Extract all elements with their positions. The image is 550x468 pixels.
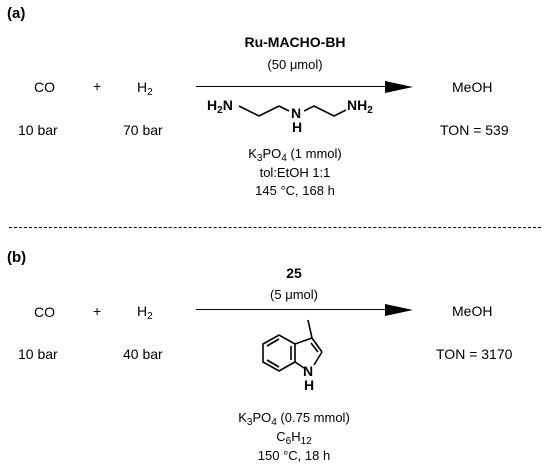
panel-a-ton: TON = 539 [440, 122, 509, 138]
panel-b-condition-base: K3PO4 (0.75 mmol) [238, 410, 350, 428]
panel-a-pressure-h2: 70 bar [123, 122, 163, 138]
panel-b-condition-temp-time: 150 °C, 18 h [257, 448, 331, 463]
panel-b-ligand-structure: N H [262, 319, 323, 393]
panel-a-condition-temp-time: 145 °C, 168 h [255, 183, 335, 198]
panel-b-label: (b) [7, 249, 27, 266]
panel-b-pressure-co: 10 bar [18, 346, 58, 362]
panel-a-ligand-nh-h: H [292, 119, 302, 135]
panel-b-pyrrole-ring [294, 337, 313, 345]
panel-a-reactant-h2: H2 [137, 79, 153, 98]
panel-a-pressure-co: 10 bar [18, 122, 58, 138]
panel-a-reactant-co: CO [34, 79, 55, 95]
panel-a-plus: + [93, 78, 102, 94]
panel-b-reactant-co: CO [34, 304, 55, 320]
panel-a-arrowhead [385, 81, 413, 93]
panel-a-ligand-nh: N [291, 105, 301, 121]
panel-a-reaction-arrow [196, 86, 386, 87]
panel-a-ligand-bond-left [238, 105, 280, 117]
panel-a-ligand-bond-right [303, 105, 347, 117]
panel-b-plus: + [93, 303, 102, 319]
panel-b-ton: TON = 3170 [436, 346, 513, 362]
panel-b-catalyst: 25 [286, 265, 302, 281]
panel-a-product: MeOH [452, 79, 493, 95]
panel-a-condition-base: K3PO4 (1 mmol) [248, 146, 342, 164]
panel-b-loading: (5 μmol) [270, 287, 318, 302]
panel-a-ligand-structure: H2N N H NH2 [207, 97, 373, 135]
panel-a-condition-solvent: tol:EtOH 1:1 [259, 165, 331, 180]
panel-b-product: MeOH [452, 303, 493, 319]
panel-a-label: (a) [7, 5, 26, 22]
panel-b-condition-solvent: C6H12 [276, 429, 312, 447]
panel-a-ligand-nh2-left: H2N [207, 97, 233, 116]
panel-b-reaction-arrow [196, 309, 386, 310]
panel-a-loading: (50 μmol) [267, 57, 323, 72]
panel-b-arrowhead [385, 304, 413, 316]
panel-b-reactant-h2: H2 [137, 303, 153, 322]
panel-b-ligand-n: N [303, 363, 313, 379]
panel-b-pressure-h2: 40 bar [123, 346, 163, 362]
panel-divider [9, 227, 541, 228]
panel-b-methyl-bond [307, 319, 313, 339]
panel-a-catalyst: Ru-MACHO-BH [244, 34, 346, 50]
panel-a-ligand-nh2-right: NH2 [347, 97, 373, 116]
panel-b-ligand-h: H [304, 377, 314, 393]
